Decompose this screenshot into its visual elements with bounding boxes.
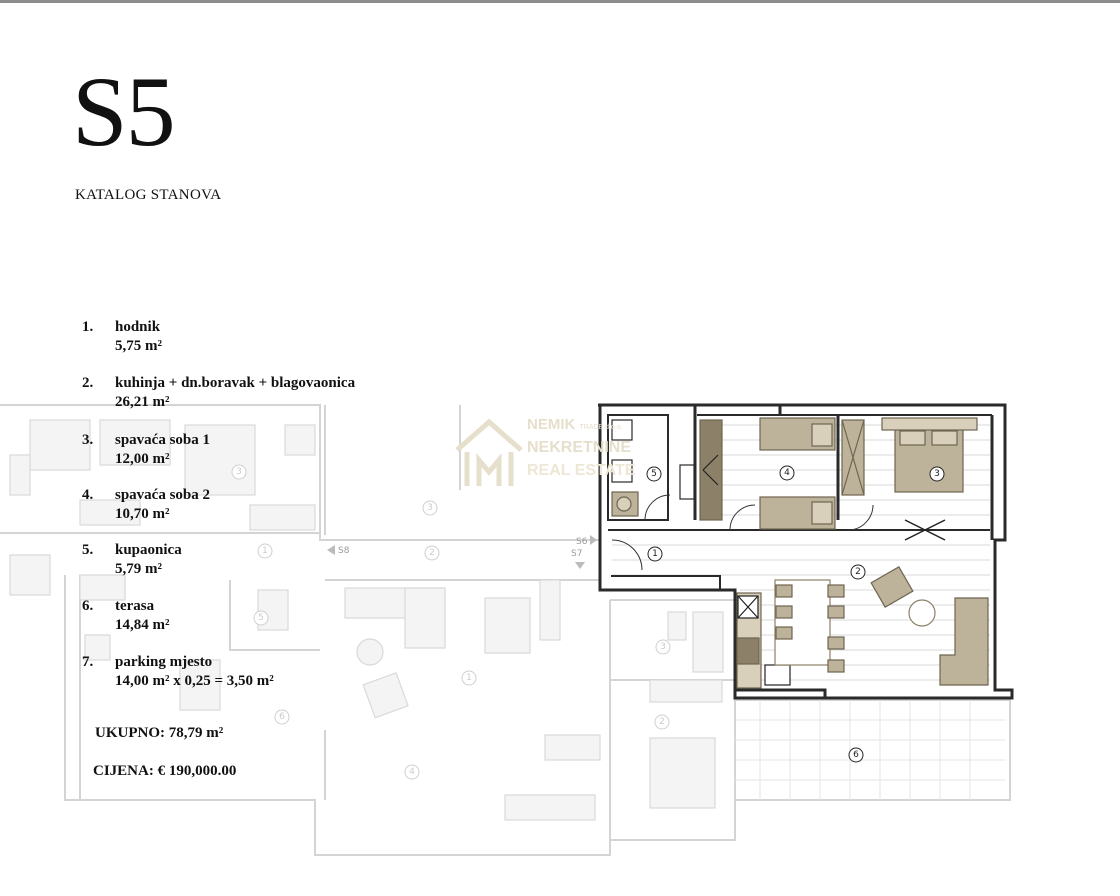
watermark-line1: NEMIK xyxy=(527,416,576,433)
legend-item-area: 12,00 m² xyxy=(115,451,170,467)
svg-text:3: 3 xyxy=(236,467,242,477)
legend-item-number: 3. xyxy=(82,432,94,448)
legend-item-name: kuhinja + dn.boravak + blagovaonica xyxy=(115,375,356,391)
marker-s6: S6 xyxy=(576,537,588,547)
room-legend: 1. hodnik 5,75 m² 2. kuhinja + dn.boravak… xyxy=(0,0,420,896)
svg-text:3: 3 xyxy=(660,642,666,652)
room-number-circles xyxy=(646,465,945,763)
marker-arrow-s7-icon xyxy=(575,562,585,569)
legend-item-number: 1. xyxy=(82,319,94,335)
room-number-labels: 1 2 3 4 5 6 xyxy=(651,468,940,760)
section-markers: S8 S6 S7 xyxy=(327,535,597,569)
door-swings xyxy=(611,494,874,571)
room-label-3: 3 xyxy=(934,469,940,479)
svg-text:3: 3 xyxy=(427,503,433,513)
ghost-furniture xyxy=(9,419,724,821)
watermark-line1-small: TRADE d.o.o. xyxy=(579,424,623,431)
svg-text:2: 2 xyxy=(659,717,665,727)
svg-text:4: 4 xyxy=(409,767,415,777)
total-area: UKUPNO: 78,79 m² xyxy=(95,725,224,741)
ghost-room-numbers xyxy=(231,464,671,780)
watermark-logo: NEMIK TRADE d.o.o. NEKRETNINE REAL ESTAT… xyxy=(453,412,683,492)
svg-text:2: 2 xyxy=(429,548,435,558)
watermark-line3: REAL ESTATE xyxy=(527,462,636,479)
page-subtitle: KATALOG STANOVA xyxy=(75,187,222,203)
svg-text:5: 5 xyxy=(258,613,264,623)
svg-text:1: 1 xyxy=(466,673,472,683)
price: CIJENA: € 190,000.00 xyxy=(93,763,237,779)
legend-item-area: 26,21 m² xyxy=(115,394,170,410)
floor-plan: 3 2 1 3 1 4 5 6 3 2 xyxy=(0,403,1014,856)
legend-item-area: 14,84 m² xyxy=(115,617,170,633)
legend-item-name: hodnik xyxy=(115,319,161,335)
house-logo-icon xyxy=(455,418,523,486)
legend-item-number: 2. xyxy=(82,375,94,391)
svg-text:1: 1 xyxy=(262,546,268,556)
legend-item-area: 10,70 m² xyxy=(115,506,170,522)
legend-item-name: spavaća soba 2 xyxy=(115,487,211,503)
legend-item-area: 5,79 m² xyxy=(115,561,162,577)
room-label-5: 5 xyxy=(651,469,657,479)
marker-arrow-s6-icon xyxy=(590,535,597,545)
marker-s7: S7 xyxy=(571,549,582,559)
page-title: S5 xyxy=(72,56,176,167)
legend-item-name: terasa xyxy=(115,598,155,614)
legend-item-number: 6. xyxy=(82,598,94,614)
legend-item-number: 7. xyxy=(82,654,94,670)
legend-item-number: 5. xyxy=(82,542,94,558)
watermark-line2: NEKRETNINE xyxy=(527,439,632,456)
room-label-2: 2 xyxy=(855,567,861,577)
legend-item-name: spavaća soba 1 xyxy=(115,432,211,448)
legend-item-area: 14,00 m² x 0,25 = 3,50 m² xyxy=(115,673,274,689)
apartment-furniture xyxy=(611,417,989,689)
room-label-1: 1 xyxy=(652,549,658,559)
room-label-6: 6 xyxy=(853,750,859,760)
marker-s8: S8 xyxy=(338,546,350,556)
ghost-room-number-text: 3 2 1 3 1 4 5 6 3 2 xyxy=(236,467,666,777)
legend-item-name: kupaonica xyxy=(115,542,182,558)
ghost-tiles xyxy=(735,700,1005,800)
legend-item-number: 4. xyxy=(82,487,94,503)
legend-item-name: parking mjesto xyxy=(115,654,213,670)
legend-item-area: 5,75 m² xyxy=(115,338,162,354)
marker-arrow-s8-icon xyxy=(327,545,335,555)
top-border-line xyxy=(0,0,1120,3)
room-label-4: 4 xyxy=(784,468,790,478)
svg-text:6: 6 xyxy=(279,712,285,722)
